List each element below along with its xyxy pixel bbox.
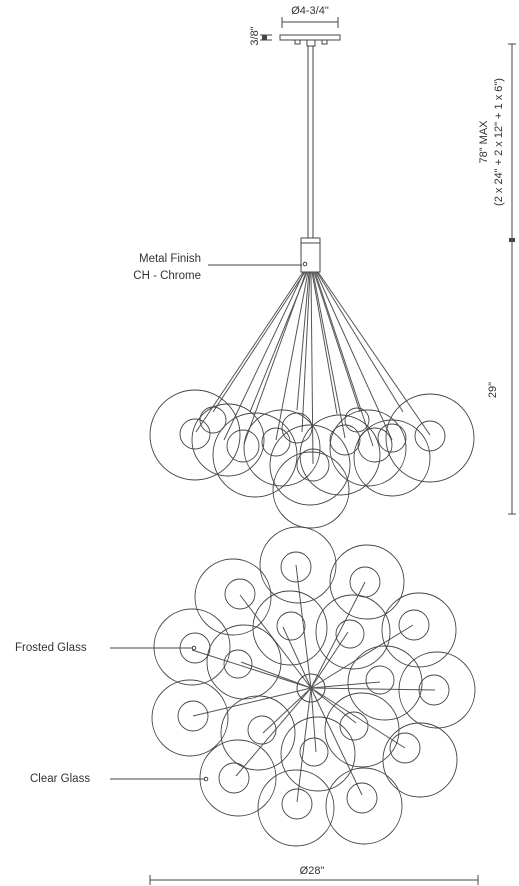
- hub-body: [300, 237, 321, 273]
- frosted-glass-label: Frosted Glass: [15, 642, 87, 654]
- clear-glass-label: Clear Glass: [30, 773, 90, 785]
- fixture-height-label: 29": [487, 382, 499, 398]
- plan-view-globes: [151, 526, 476, 847]
- rod-config-label: (2 x 24" + 2 x 12" + 1 x 6"): [493, 78, 505, 206]
- canopy-height-dimension: 3/8": [249, 26, 272, 46]
- metal-finish-label: Metal Finish: [139, 253, 201, 265]
- canopy-diameter-label: Ø4-3/4": [291, 5, 329, 17]
- fixture-diameter-label: Ø28": [300, 865, 325, 877]
- canopy-diameter-dimension: Ø4-3/4": [281, 5, 339, 28]
- canopy: [279, 34, 341, 47]
- plan-view-hub: [296, 673, 326, 703]
- max-length-label: 78" MAX: [478, 120, 490, 164]
- plan-view-rods: [191, 564, 436, 803]
- downrod: [307, 46, 314, 238]
- fixture-height-dimension: 29": [487, 242, 516, 515]
- frosted-glass-callout: Frosted Glass: [15, 642, 197, 654]
- finish-code-label: CH - Chrome: [133, 270, 201, 282]
- fixture-diameter-dimension: Ø28": [149, 865, 479, 885]
- max-length-dimension: 78" MAX (2 x 24" + 2 x 12" + 1 x 6"): [478, 43, 516, 242]
- clear-glass-callout: Clear Glass: [30, 773, 209, 785]
- metal-finish-callout: Metal Finish CH - Chrome: [133, 253, 302, 282]
- canopy-height-label: 3/8": [249, 26, 261, 45]
- side-view-globes: [149, 389, 475, 529]
